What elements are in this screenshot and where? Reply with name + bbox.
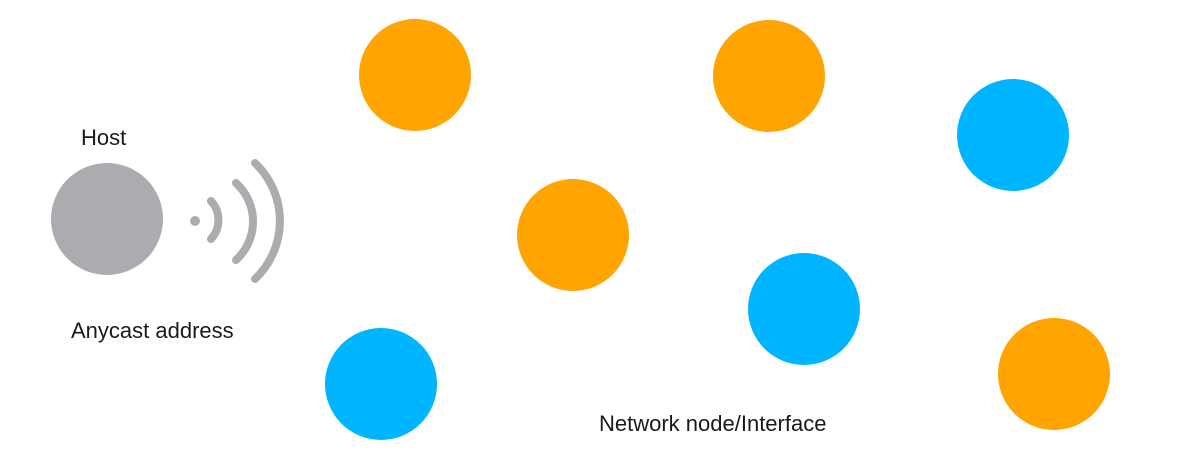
network-node-orange (998, 318, 1110, 430)
signal-icon (190, 159, 284, 283)
host-node (51, 163, 163, 275)
network-node-label: Network node/Interface (599, 411, 827, 436)
anycast-address-label: Anycast address (71, 318, 234, 343)
network-node-blue (957, 79, 1069, 191)
network-node-blue (325, 328, 437, 440)
signal-wave-small (207, 197, 223, 243)
signal-dot (190, 216, 200, 226)
signal-wave-large (251, 159, 284, 283)
network-node-blue (748, 253, 860, 365)
signal-wave-medium (232, 179, 257, 264)
network-node-orange (713, 20, 825, 132)
network-node-orange (359, 19, 471, 131)
host-label: Host (81, 125, 127, 150)
network-nodes (325, 19, 1110, 440)
network-node-orange (517, 179, 629, 291)
